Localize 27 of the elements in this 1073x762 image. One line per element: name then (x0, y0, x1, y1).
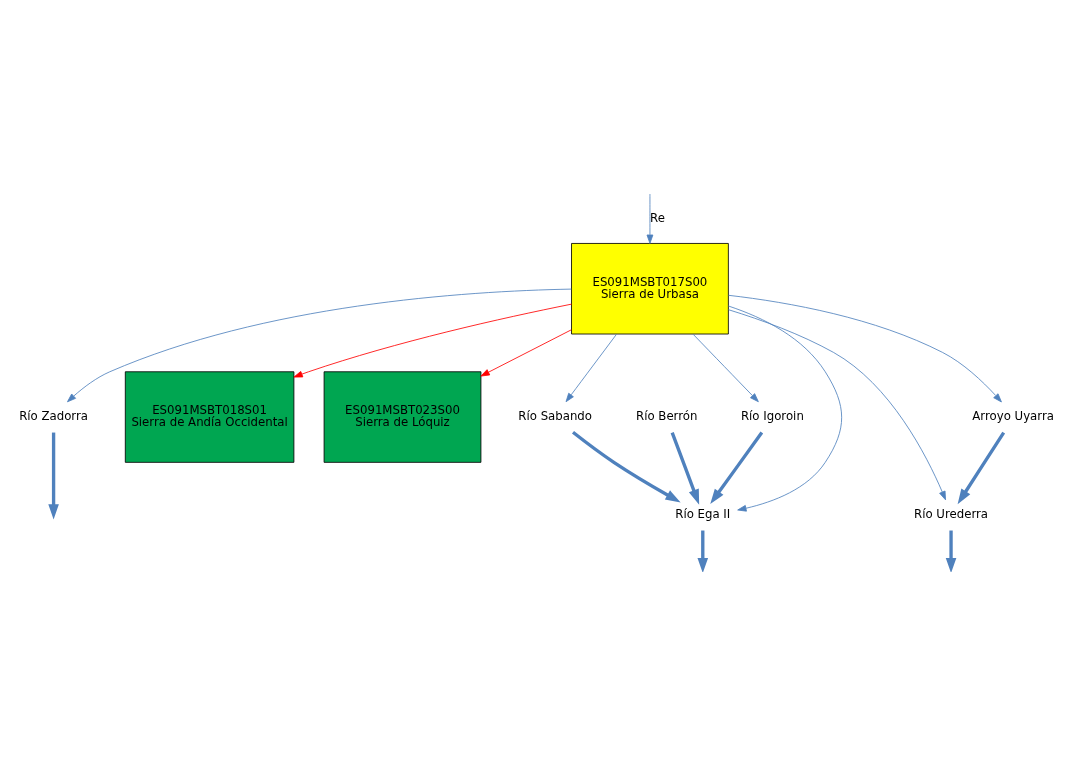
arrow (565, 333, 617, 403)
arrow (727, 305, 843, 512)
arrow (48, 432, 59, 520)
node-box: ES091MSBT023S00 Sierra de Lóquiz (323, 371, 482, 463)
arrow (67, 288, 572, 403)
arrow (728, 309, 946, 501)
arrow (571, 430, 681, 503)
arrow (670, 431, 700, 505)
node-text: Río Zadorra (19, 409, 88, 424)
arrow (945, 530, 957, 572)
node-box: ES091MSBT018S01 Sierra de Andía Occidental (124, 371, 295, 463)
node-text: Río Berrón (636, 409, 698, 424)
arrow (957, 431, 1006, 505)
node-text: Río Igoroin (740, 409, 804, 424)
arrow (710, 431, 764, 504)
node-box: ES091MSBT017S00 Sierra de Urbasa (571, 243, 729, 335)
edge-label: Re (650, 210, 665, 225)
node-text: Río Urederra (914, 507, 989, 522)
node-text: Río Sabando (518, 409, 592, 424)
node-text: Río Ega II (675, 507, 731, 522)
arrow (646, 193, 654, 244)
arrow (728, 294, 1002, 403)
node-text: Arroyo Uyarra (972, 409, 1054, 424)
arrow (293, 303, 572, 378)
arrow (697, 530, 709, 572)
arrow (692, 333, 759, 403)
arrow (480, 329, 572, 377)
